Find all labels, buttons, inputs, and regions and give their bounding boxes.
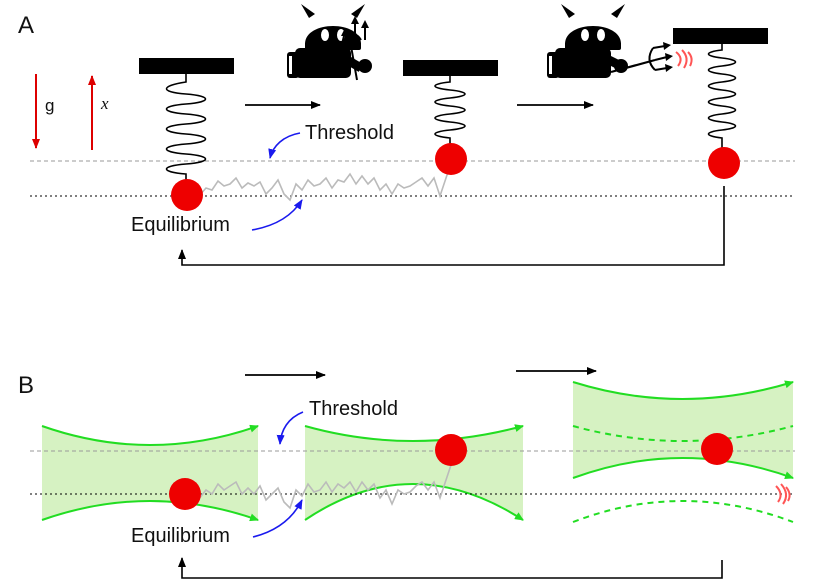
equilibrium-label-a: Equilibrium (131, 214, 230, 236)
laser-trap-icon (305, 426, 523, 520)
return-loop-arrow (178, 186, 725, 266)
equilibrium-annotation-arrow (251, 199, 303, 231)
spring-icon (434, 76, 466, 146)
ceiling-plate (403, 60, 498, 76)
threshold-label-a: Threshold (305, 122, 394, 144)
maxwell-demon-icon (547, 2, 628, 78)
escaping-particle-effect (775, 483, 791, 505)
panel-a-label: A (18, 12, 35, 39)
laser-trap-icon (573, 382, 793, 478)
return-loop-arrow (178, 557, 723, 579)
trap-upper-edge (41, 424, 259, 446)
ceiling-plate (673, 28, 768, 44)
ceiling-plate (139, 58, 234, 74)
particle (701, 433, 733, 465)
particle (169, 478, 201, 510)
laser-trap-icon (42, 426, 258, 520)
particle (708, 147, 740, 179)
particle-trajectory (198, 161, 453, 202)
panel-b-label: B (18, 372, 35, 399)
trap-lower-edge (41, 500, 259, 522)
spring-icon (707, 44, 737, 150)
trident-icon (610, 42, 673, 74)
old-trap-lower-edge (572, 500, 794, 523)
trident-icon (340, 16, 369, 81)
panel-b (30, 367, 795, 579)
trap-lower-edge (304, 483, 524, 521)
particle-trajectory (197, 461, 453, 510)
trap-upper-edge (304, 424, 524, 442)
spring-icon (165, 74, 207, 181)
escaping-particle-effect (675, 49, 693, 69)
maxwell-demon-icon (287, 2, 372, 78)
particle (435, 143, 467, 175)
threshold-annotation-arrow (268, 132, 301, 159)
equilibrium-annotation-arrow (252, 499, 303, 538)
threshold-label-b: Threshold (309, 398, 398, 420)
equilibrium-label-b: Equilibrium (131, 525, 230, 547)
gravity-label: g (45, 96, 55, 115)
trap-lower-edge (572, 457, 794, 480)
panel-a (30, 2, 795, 266)
particle (171, 179, 203, 211)
particle (435, 434, 467, 466)
old-trap-upper-edge (572, 425, 794, 442)
threshold-annotation-arrow (276, 411, 304, 445)
position-label: x (101, 94, 109, 113)
trap-upper-edge (572, 380, 794, 400)
